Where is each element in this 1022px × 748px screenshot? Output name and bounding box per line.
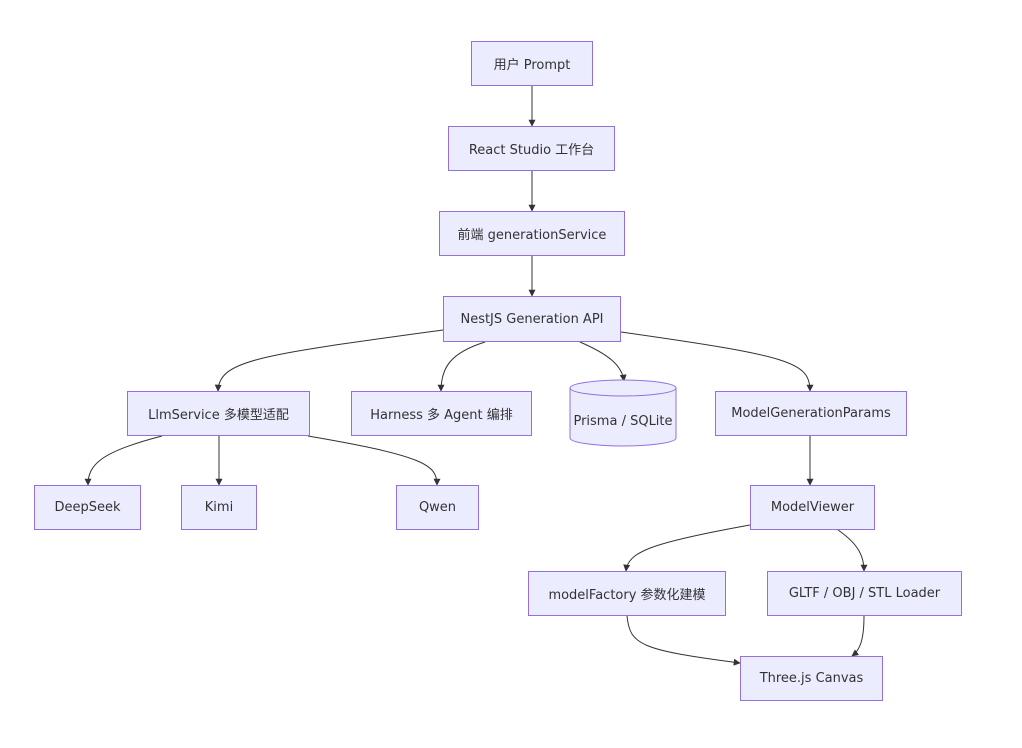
edge-viewer-to-factory bbox=[623, 524, 751, 572]
node-model-viewer: ModelViewer bbox=[750, 485, 875, 530]
edge-api-to-params bbox=[620, 331, 814, 392]
node-harness: Harness 多 Agent 编排 bbox=[351, 391, 532, 436]
node-nestjs-generation-api: NestJS Generation API bbox=[443, 296, 621, 342]
edge-factory-to-canvas bbox=[626, 615, 741, 666]
node-llm-service: LlmService 多模型适配 bbox=[127, 391, 310, 436]
node-model-factory: modelFactory 参数化建模 bbox=[528, 571, 726, 616]
edge-api-to-llm bbox=[214, 329, 444, 392]
node-frontend-generation-service: 前端 generationService bbox=[439, 211, 625, 256]
node-qwen: Qwen bbox=[396, 485, 479, 530]
node-user-prompt: 用户 Prompt bbox=[471, 41, 593, 86]
node-kimi: Kimi bbox=[181, 485, 257, 530]
edge-api-to-harness bbox=[437, 341, 486, 392]
node-model-generation-params: ModelGenerationParams bbox=[715, 391, 907, 436]
node-prisma-sqlite: Prisma / SQLite bbox=[573, 413, 673, 429]
node-gltf-obj-stl-loader: GLTF / OBJ / STL Loader bbox=[767, 571, 962, 616]
node-react-studio: React Studio 工作台 bbox=[448, 126, 615, 171]
edge-viewer-to-loader bbox=[837, 529, 868, 572]
edge-loader-to-canvas bbox=[851, 615, 865, 657]
node-threejs-canvas: Three.js Canvas bbox=[740, 656, 883, 701]
edge-llm-to-deepseek bbox=[84, 435, 163, 486]
prisma-database-shape bbox=[569, 379, 677, 447]
edge-api-to-prisma bbox=[579, 341, 627, 382]
node-deepseek: DeepSeek bbox=[34, 485, 141, 530]
edge-llm-to-qwen bbox=[307, 435, 441, 486]
